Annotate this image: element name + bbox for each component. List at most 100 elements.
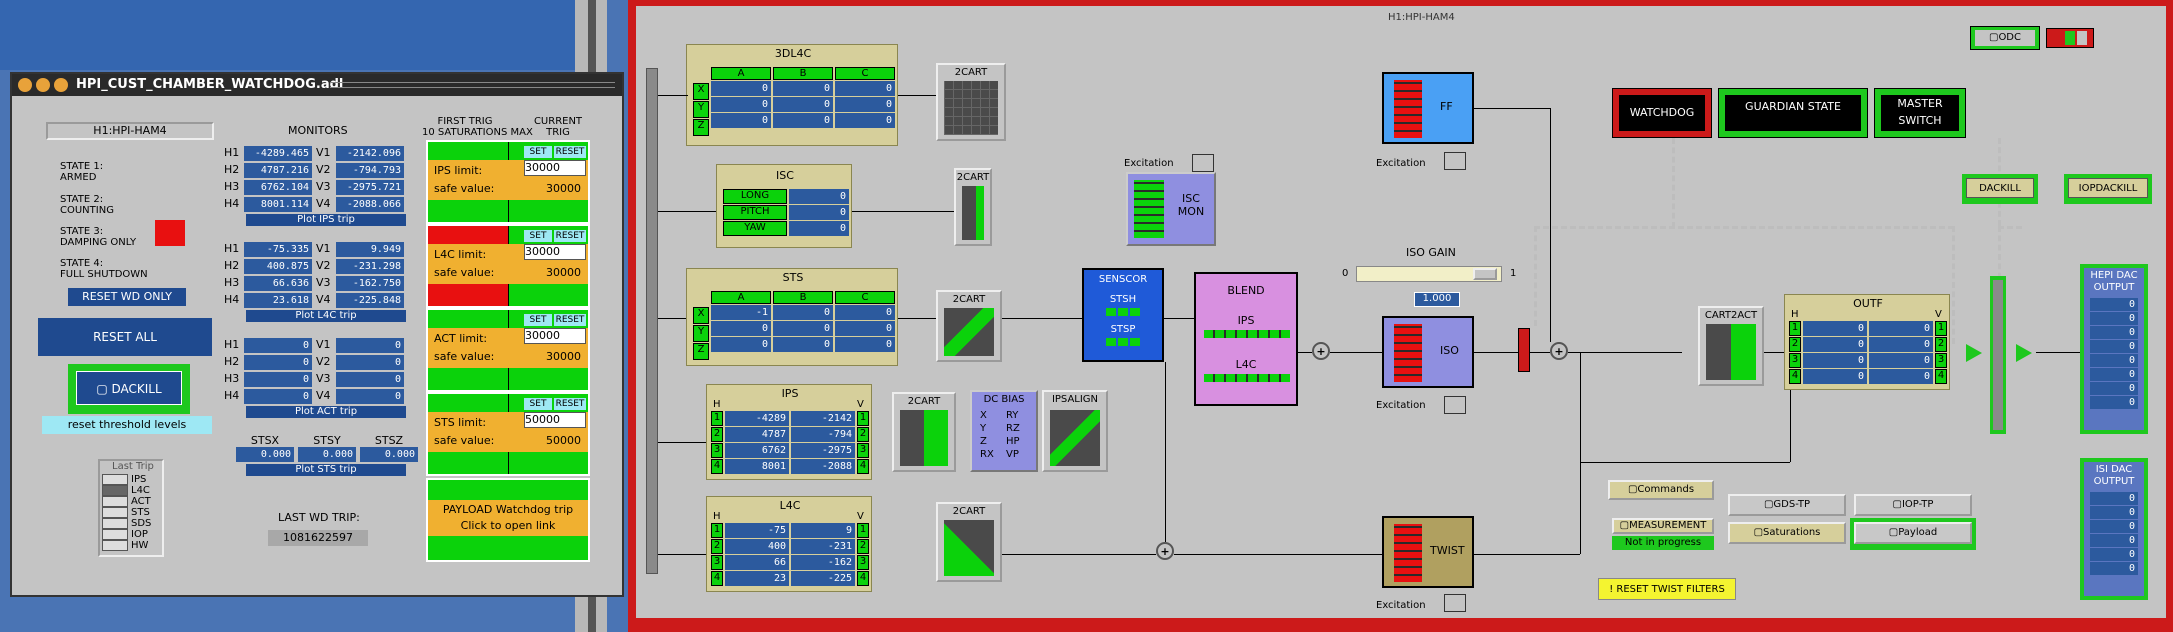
commands-button[interactable]: ▢Commands	[1608, 480, 1714, 500]
set-button[interactable]: SET	[524, 230, 552, 242]
limit-input[interactable]: 30000	[524, 160, 586, 176]
dashed-wire	[1952, 226, 1955, 344]
payload-trip-link[interactable]: PAYLOAD Watchdog trip Click to open link	[428, 500, 588, 536]
reset-button[interactable]: RESET	[554, 398, 586, 410]
cart-block-3[interactable]: 2CART	[936, 290, 1002, 362]
v-label: V	[1935, 309, 1942, 320]
dac-value: 0	[2090, 492, 2138, 505]
blend-block[interactable]: BLEND IPS L4C	[1194, 272, 1298, 406]
reset-all-button[interactable]: RESET ALL	[38, 318, 212, 356]
excitation-box[interactable]	[1192, 154, 1214, 172]
reset-button[interactable]: RESET	[554, 230, 586, 242]
iopdackill-button[interactable]: IOPDACKILL	[2068, 178, 2148, 198]
v4-label: V4	[316, 293, 331, 306]
watchdog-status-button[interactable]: WATCHDOG	[1612, 88, 1712, 138]
iso-gain-slider[interactable]	[1356, 266, 1502, 282]
master-switch-panel[interactable]: MASTER SWITCH	[1874, 88, 1966, 138]
plot-ips-trip-button[interactable]: Plot IPS trip	[246, 214, 406, 226]
play-icon	[1966, 344, 1982, 362]
maximize-icon[interactable]	[54, 78, 68, 92]
cell-h: 66	[725, 555, 789, 570]
row-num: 4	[1935, 369, 1947, 384]
payload-panel[interactable]: PAYLOAD Watchdog trip Click to open link	[426, 478, 590, 562]
measurement-status: Not in progress	[1612, 536, 1714, 550]
dac-value: 0	[2090, 326, 2138, 339]
cart-block-1[interactable]: 2CART	[936, 63, 1006, 141]
set-button[interactable]: SET	[524, 398, 552, 410]
hepi-dac-inner: HEPI DAC OUTPUT 0 0 0 0 0 0 0 0	[2084, 268, 2144, 430]
dackill-button[interactable]: DACKILL	[1966, 178, 2034, 198]
watchdog-titlebar[interactable]: HPI_CUST_CHAMBER_WATCHDOG.adl	[12, 74, 622, 96]
trip-item: ACT	[131, 496, 151, 507]
cell-v: -231	[791, 539, 855, 554]
first-trig-alarm	[428, 284, 508, 306]
state-2-label: STATE 2:	[60, 194, 104, 205]
safe-label: safe value:	[434, 266, 495, 279]
minimize-icon[interactable]	[36, 78, 50, 92]
dackill-frame: DACKILL	[1962, 174, 2038, 204]
reset-threshold-button[interactable]: reset threshold levels	[42, 416, 212, 434]
limit-input[interactable]: 50000	[524, 412, 586, 428]
measurement-button[interactable]: ▢MEASUREMENT	[1612, 518, 1714, 534]
payload-button[interactable]: ▢Payload	[1854, 522, 1972, 544]
saturations-button[interactable]: ▢Saturations	[1728, 522, 1846, 544]
cart-block-5[interactable]: 2CART	[936, 502, 1002, 582]
ipsalign-block[interactable]: IPSALIGN	[1042, 390, 1108, 472]
master-switch-bar[interactable]	[1990, 276, 2006, 434]
guardian-state-panel[interactable]: GUARDIAN STATE	[1718, 88, 1868, 138]
dof-label: RZ	[1006, 423, 1020, 434]
guardian-state-label: GUARDIAN STATE	[1725, 95, 1861, 131]
reset-button[interactable]: RESET	[554, 146, 586, 158]
limit-input[interactable]: 30000	[524, 328, 586, 344]
cart-block-2[interactable]: 2CART	[954, 168, 992, 246]
dackill-button[interactable]: ▢ DACKILL	[76, 371, 182, 405]
limit-input[interactable]: 30000	[524, 244, 586, 260]
act-h3-value: 0	[244, 372, 312, 387]
close-icon[interactable]	[18, 78, 32, 92]
wire	[1474, 352, 1518, 353]
isc-mon-block[interactable]: ISC MON	[1126, 172, 1216, 246]
v1-label: V1	[316, 242, 331, 255]
cart-block-4[interactable]: 2CART	[892, 392, 956, 472]
reset-twist-button[interactable]: ! RESET TWIST FILTERS	[1598, 578, 1736, 600]
cart2act-block[interactable]: CART2ACT	[1698, 306, 1764, 386]
cell-h: 4787	[725, 427, 789, 442]
plot-l4c-trip-button[interactable]: Plot L4C trip	[246, 310, 406, 322]
odc-label: ▢ODC	[1975, 30, 2035, 46]
reset-wd-only-button[interactable]: RESET WD ONLY	[68, 288, 186, 306]
sum-junction-icon: +	[1312, 342, 1330, 360]
wire	[1580, 352, 1581, 554]
dac-value: 0	[2090, 382, 2138, 395]
senscor-block[interactable]: SENSCOR STSH STSP	[1082, 268, 1164, 362]
twist-excitation-box[interactable]	[1444, 594, 1466, 612]
v3-label: V3	[316, 276, 331, 289]
window-icon: ▢	[1988, 32, 1999, 43]
set-button[interactable]: SET	[524, 146, 552, 158]
wire	[658, 211, 716, 212]
twist-block[interactable]: TWIST	[1382, 516, 1474, 588]
h2-label: H2	[224, 163, 240, 176]
h4-label: H4	[224, 197, 240, 210]
iso-gain-handle[interactable]	[1473, 268, 1497, 280]
set-button[interactable]: SET	[524, 314, 552, 326]
cell-h: -4289	[725, 411, 789, 426]
last-trip-row: IOP	[102, 529, 162, 540]
dac-value: 0	[2090, 368, 2138, 381]
reset-button[interactable]: RESET	[554, 314, 586, 326]
odc-led	[2065, 31, 2075, 45]
odc-button[interactable]: ▢ODC	[1970, 26, 2040, 50]
gds-tp-button[interactable]: ▢GDS-TP	[1728, 494, 1846, 516]
cell-h: 6762	[725, 443, 789, 458]
ff-excitation-box[interactable]	[1444, 152, 1466, 170]
watchdog-window[interactable]: HPI_CUST_CHAMBER_WATCHDOG.adl H1:HPI-HAM…	[10, 72, 624, 597]
iop-tp-button[interactable]: ▢IOP-TP	[1854, 494, 1972, 516]
cart2act-matrix	[1706, 324, 1756, 380]
l4c-h3-value: 66.636	[244, 276, 312, 291]
ff-block[interactable]: FF	[1382, 72, 1474, 144]
iso-block[interactable]: ISO	[1382, 316, 1474, 388]
plot-act-trip-button[interactable]: Plot ACT trip	[246, 406, 406, 418]
iso-excitation-box[interactable]	[1444, 396, 1466, 414]
plot-sts-trip-button[interactable]: Plot STS trip	[246, 464, 406, 476]
